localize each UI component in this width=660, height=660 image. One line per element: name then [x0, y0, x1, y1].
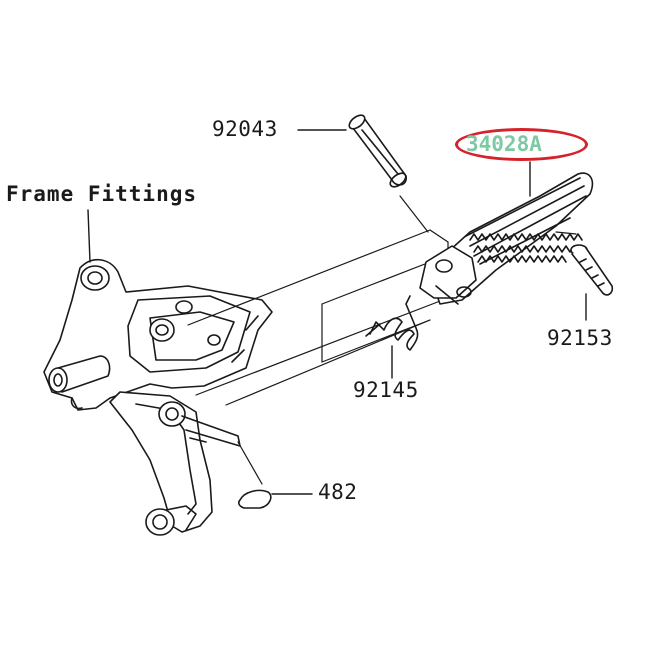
highlight-ring: [455, 128, 588, 161]
footpeg-part: [419, 172, 594, 305]
clip-part: [238, 489, 272, 509]
part-number-482: 482: [318, 480, 358, 504]
part-number-92043: 92043: [212, 117, 278, 141]
assembly-lines: [187, 195, 577, 485]
frame-bracket: [43, 259, 273, 411]
spring-part: [365, 295, 419, 351]
part-number-34028A[interactable]: 34028A: [466, 132, 542, 156]
part-number-92145: 92145: [353, 378, 419, 402]
frame-fittings-label: Frame Fittings: [6, 182, 198, 206]
leader-lines: [87, 129, 587, 495]
pin-part: [348, 114, 407, 188]
bolt-part: [570, 244, 614, 296]
part-number-92153: 92153: [547, 326, 613, 350]
lower-arm: [109, 391, 241, 536]
